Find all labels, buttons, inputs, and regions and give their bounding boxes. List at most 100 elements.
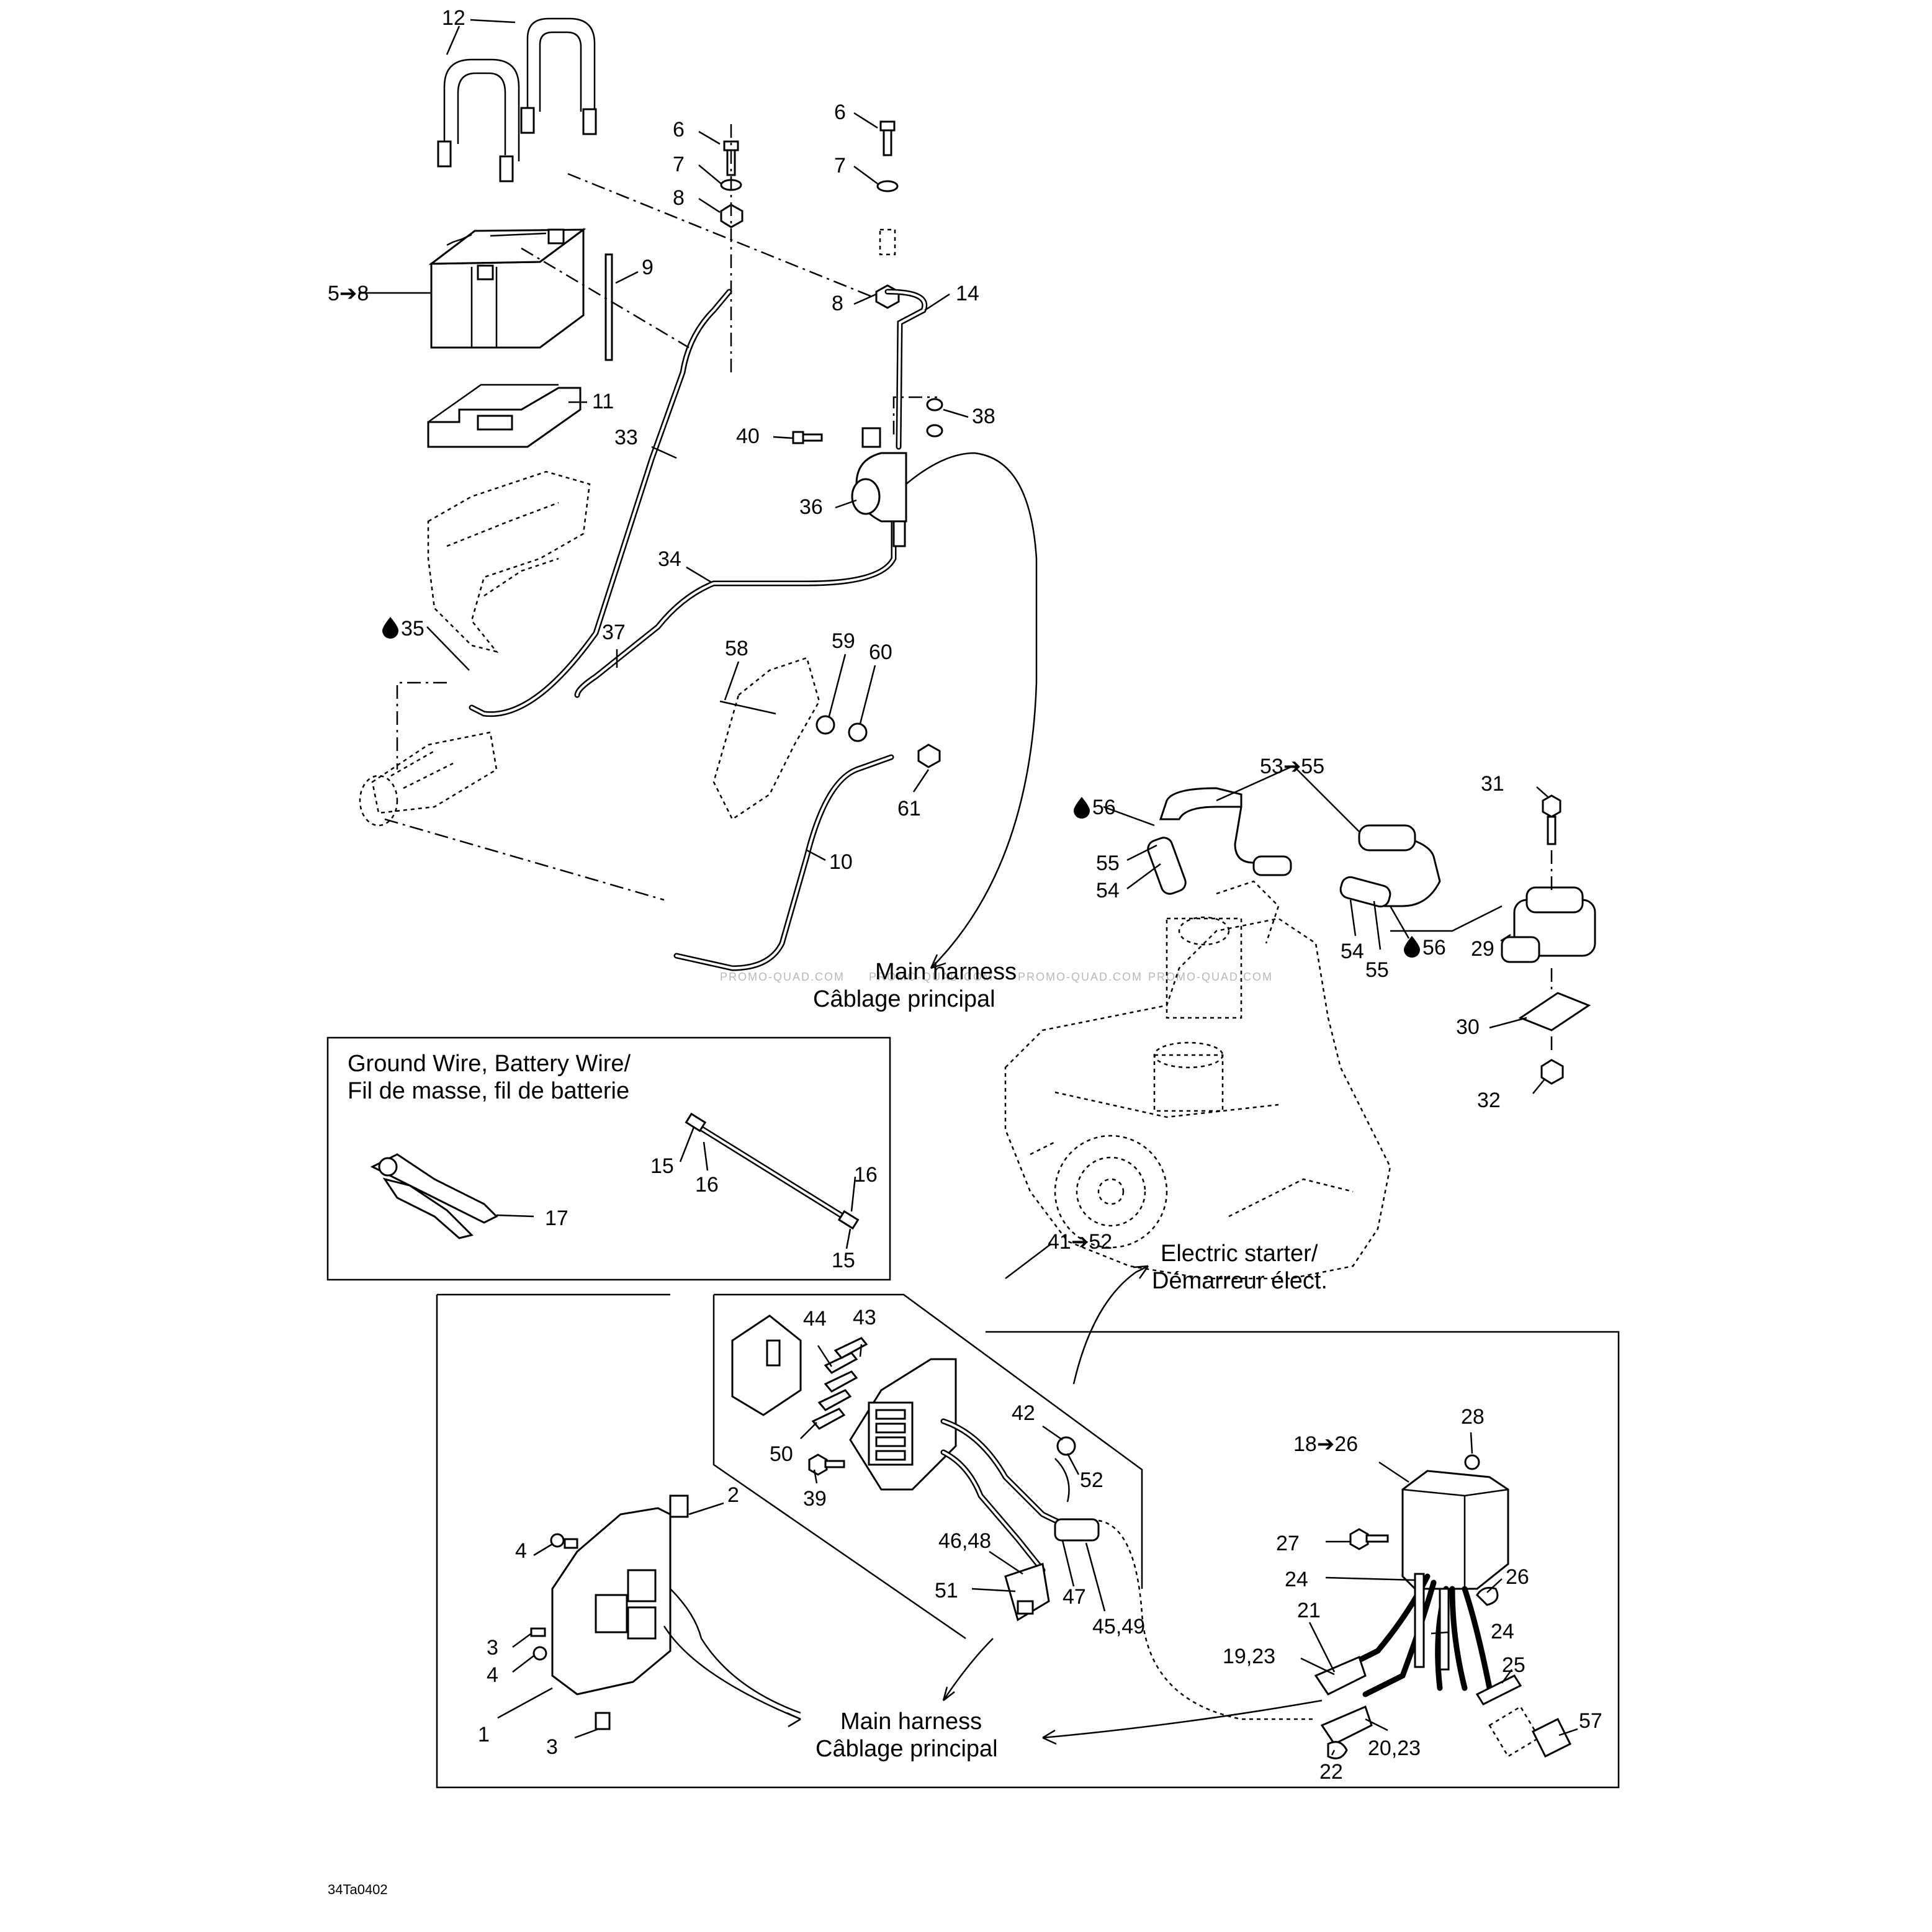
coil-screw — [1542, 794, 1561, 845]
connector-22 — [1327, 1741, 1348, 1759]
callout-52: 52 — [1080, 1468, 1103, 1492]
callout-61: 61 — [897, 797, 921, 820]
callout-9: 9 — [642, 256, 654, 279]
callout-labels: 12 6 7 8 6 7 5➔8 9 8 14 11 33 38 40 36 3… — [328, 6, 1602, 1784]
callout-60: 60 — [869, 640, 892, 664]
callout-33: 33 — [614, 426, 638, 449]
callout-4-top: 4 — [515, 1539, 527, 1563]
callout-2: 2 — [727, 1483, 739, 1507]
callout-12: 12 — [442, 6, 465, 30]
callout-18-26: 18➔26 — [1293, 1432, 1358, 1456]
battery — [428, 228, 586, 349]
watermark: PROMO-QUAD.COM PROMO-QUAD.COM PROMO-QUAD… — [720, 971, 1272, 983]
callout-31: 31 — [1481, 772, 1504, 796]
callout-36: 36 — [799, 495, 823, 519]
callout-6: 6 — [673, 118, 685, 142]
callout-55-left: 55 — [1096, 851, 1120, 875]
callout-53-55: 53➔55 — [1260, 755, 1324, 778]
callout-21: 21 — [1297, 1599, 1321, 1622]
callout-39: 39 — [803, 1487, 827, 1511]
callout-3-top: 3 — [487, 1636, 498, 1660]
battery-support-bracket — [427, 470, 591, 654]
callout-51: 51 — [935, 1579, 958, 1602]
callout-8-right: 8 — [832, 292, 843, 315]
engine-assembly — [1004, 880, 1391, 1280]
callout-30: 30 — [1456, 1015, 1480, 1039]
callout-47: 47 — [1063, 1585, 1086, 1609]
callout-43: 43 — [853, 1306, 876, 1329]
screw-40 — [792, 431, 823, 444]
vent-tube — [604, 253, 613, 361]
harness-lead-top — [905, 452, 1038, 969]
voltage-regulator — [849, 1358, 957, 1491]
ground-cable — [675, 756, 892, 970]
callout-16-left: 16 — [695, 1173, 719, 1197]
callout-54-left: 54 — [1096, 879, 1120, 902]
connector-20-23 — [1320, 1705, 1373, 1745]
leader-lines — [359, 19, 1578, 1756]
callout-45-49: 45,49 — [1092, 1615, 1145, 1638]
callout-15-bottom: 15 — [832, 1249, 855, 1272]
battery-tray — [427, 384, 582, 448]
main-harness-label-top-fr: Câblage principal — [813, 986, 995, 1012]
frame-bracket — [712, 657, 941, 820]
clip-26 — [1476, 1586, 1499, 1606]
callout-14: 14 — [956, 282, 979, 305]
harness-dotted-route — [1098, 1519, 1316, 1720]
main-harness-label-bottom-fr: Câblage principal — [815, 1736, 998, 1762]
callout-16-right: 16 — [854, 1163, 878, 1187]
electrical-panel — [436, 1293, 1620, 1789]
callout-8: 8 — [673, 186, 685, 210]
assembly-line-5 — [384, 818, 665, 901]
callout-57: 57 — [1579, 1709, 1602, 1733]
callout-54-right: 54 — [1341, 940, 1364, 963]
watermark-text-3: PROMO-QUAD.COM — [1018, 971, 1143, 983]
ignition-coil — [1501, 886, 1596, 963]
callout-19-23: 19,23 — [1223, 1645, 1275, 1668]
callout-7: 7 — [673, 153, 685, 176]
electric-starter-label-fr: Démarreur élect. — [1152, 1268, 1328, 1294]
terminals — [811, 1337, 868, 1430]
callout-40: 40 — [736, 425, 760, 448]
nut-28 — [1464, 1454, 1480, 1470]
ground-wire-panel — [326, 1036, 891, 1281]
callout-44: 44 — [803, 1307, 827, 1331]
crimp-tool — [370, 1153, 498, 1239]
ground-wire-title-fr: Fil de masse, fil de batterie — [348, 1078, 629, 1104]
starter-solenoid-cable — [576, 520, 895, 696]
connector-47 — [1054, 1518, 1100, 1542]
starter-solenoid — [851, 427, 907, 547]
callout-35: 35 — [401, 617, 425, 640]
assembly-line-1 — [567, 173, 876, 299]
callout-24-right: 24 — [1491, 1620, 1514, 1643]
connector-housing — [731, 1314, 802, 1416]
watermark-text-1: PROMO-QUAD.COM — [720, 971, 845, 983]
assembly-line-4 — [396, 681, 447, 770]
screw-27 — [1349, 1528, 1389, 1550]
diagram-code: 34Ta0402 — [328, 1882, 388, 1897]
callout-22: 22 — [1319, 1760, 1343, 1784]
terminal-25 — [1475, 1674, 1522, 1705]
watermark-text-2: PROMO-QUAD.COM — [869, 971, 994, 983]
callout-41-52: 41➔52 — [1048, 1230, 1112, 1254]
starter-motor — [359, 731, 498, 827]
callout-55-right: 55 — [1365, 958, 1389, 982]
callout-26: 26 — [1506, 1565, 1529, 1589]
callout-28: 28 — [1461, 1405, 1485, 1429]
callout-1: 1 — [478, 1723, 490, 1746]
callout-56-right: 56 — [1422, 936, 1446, 959]
callout-29: 29 — [1471, 937, 1494, 961]
spark-plug-cables — [1147, 787, 1503, 932]
callout-42: 42 — [1012, 1401, 1035, 1425]
callout-5-8: 5➔8 — [328, 282, 369, 305]
tube-24b — [1439, 1588, 1450, 1671]
coil-nut — [1540, 1059, 1564, 1085]
callout-24-left: 24 — [1285, 1568, 1308, 1591]
ignition-module — [1401, 1470, 1509, 1590]
callout-17: 17 — [545, 1206, 568, 1230]
callout-3-bottom: 3 — [546, 1735, 558, 1759]
ground-wire-title: Ground Wire, Battery Wire/ — [348, 1051, 631, 1077]
assembly-line-2 — [521, 247, 690, 349]
water-drop-icon — [1074, 797, 1090, 819]
